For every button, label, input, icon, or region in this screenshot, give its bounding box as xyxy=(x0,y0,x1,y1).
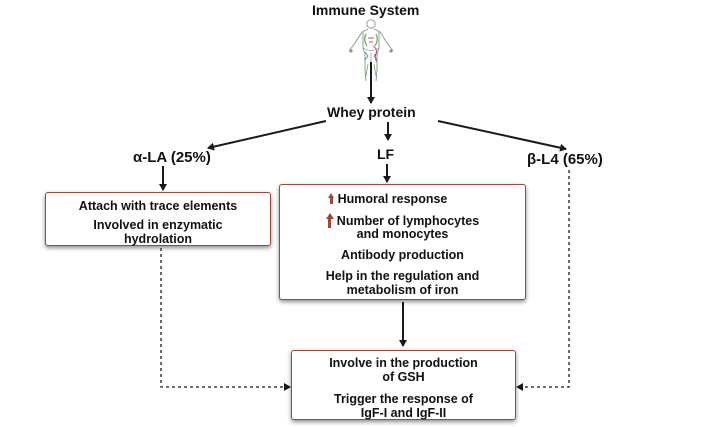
alpha-la-effects-box: Attach with trace elements Involved in e… xyxy=(45,192,271,246)
alpha-la-label: α-LA (25%) xyxy=(133,149,211,166)
outcome-line: Involve in the production xyxy=(329,356,478,370)
alpha-effect-line: Involved in enzymatic xyxy=(93,218,223,232)
arrow-whey-to-beta xyxy=(437,120,567,152)
lf-effect-text: and monocytes xyxy=(356,227,449,241)
lf-effect-antibody: Antibody production xyxy=(341,248,464,262)
lf-effect-text: Humoral response xyxy=(337,192,448,206)
lf-effect-humoral: Humoral response xyxy=(280,192,525,206)
lf-effects-box: Humoral response Number of lymphocytes a… xyxy=(279,184,526,300)
lf-label: LF xyxy=(377,146,395,162)
outcome-line: Trigger the response of xyxy=(334,392,473,406)
outcome-box: Involve in the production of GSH Trigger… xyxy=(291,350,516,420)
alpha-effect-line: Attach with trace elements xyxy=(78,199,238,213)
up-arrow-icon xyxy=(325,213,334,228)
outcome-line: of GSH xyxy=(382,370,425,384)
alpha-effect-line: hydrolation xyxy=(123,232,193,246)
whey-protein-label: Whey protein xyxy=(327,104,416,120)
lf-effect-lymphocytes: Number of lymphocytes xyxy=(280,213,525,228)
diagram-title: Immune System xyxy=(312,2,420,18)
outcome-line: IgF-I and IgF-II xyxy=(360,406,447,420)
arrow-whey-to-alpha xyxy=(207,120,327,151)
up-arrow-icon xyxy=(327,193,335,204)
lf-effect-text: Number of lymphocytes xyxy=(336,214,480,228)
lf-effect-iron: Help in the regulation and xyxy=(325,269,480,283)
dashed-connector-beta-to-outcome xyxy=(516,170,570,391)
human-body-icon xyxy=(348,19,394,82)
lf-effect-iron: metabolism of iron xyxy=(346,283,459,297)
dashed-connector-alpha-to-outcome xyxy=(160,248,291,391)
beta-l4-label: β-L4 (65%) xyxy=(527,151,603,168)
